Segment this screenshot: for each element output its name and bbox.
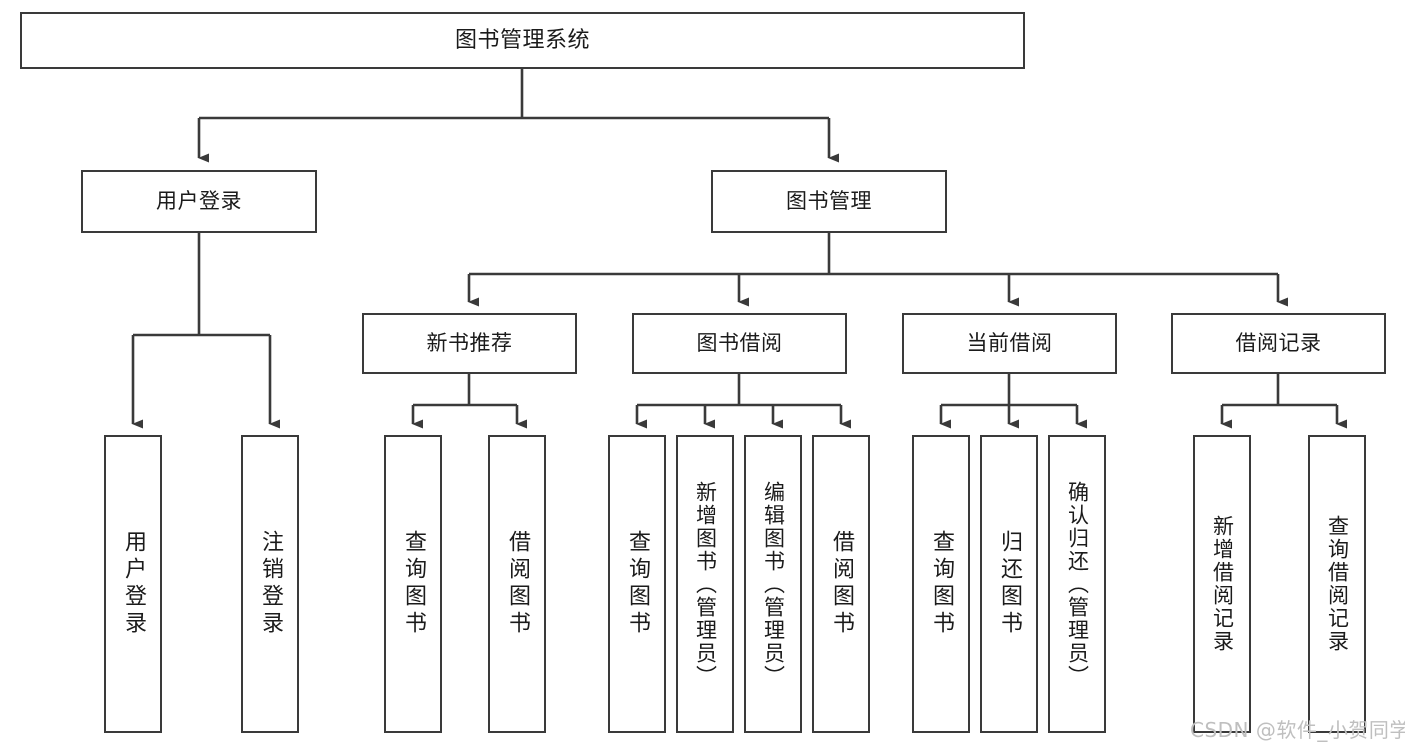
node-current-borrow[interactable]: 当前借阅: [902, 313, 1117, 374]
node-leaf-return-book-label: 归还图书: [997, 530, 1022, 638]
node-leaf-logout-label: 注销登录: [258, 530, 283, 638]
node-leaf-user-login-label: 用户登录: [121, 530, 146, 638]
node-leaf-logout[interactable]: 注销登录: [241, 435, 299, 733]
node-leaf-query-book-c[interactable]: 查询图书: [912, 435, 970, 733]
node-leaf-add-record[interactable]: 新增借阅记录: [1193, 435, 1251, 733]
node-root-system[interactable]: 图书管理系统: [20, 12, 1025, 69]
node-leaf-query-book-c-label: 查询图书: [929, 530, 954, 638]
node-current-borrow-label: 当前借阅: [966, 331, 1053, 356]
node-leaf-return-book[interactable]: 归还图书: [980, 435, 1038, 733]
node-borrow-record-label: 借阅记录: [1235, 331, 1322, 356]
node-borrow-record[interactable]: 借阅记录: [1171, 313, 1386, 374]
node-leaf-user-login[interactable]: 用户登录: [104, 435, 162, 733]
node-book-borrow-label: 图书借阅: [696, 331, 783, 356]
node-book-manage-label: 图书管理: [786, 189, 872, 214]
node-leaf-edit-book-label: 编辑图书（管理员）: [761, 480, 786, 688]
node-leaf-borrow-book-b[interactable]: 借阅图书: [812, 435, 870, 733]
node-leaf-add-book-label: 新增图书（管理员）: [693, 480, 718, 688]
node-leaf-query-book-b-label: 查询图书: [625, 530, 650, 638]
node-leaf-borrow-book-b-label: 借阅图书: [829, 530, 854, 638]
node-leaf-query-book-b[interactable]: 查询图书: [608, 435, 666, 733]
node-book-borrow[interactable]: 图书借阅: [632, 313, 847, 374]
node-leaf-query-book-a[interactable]: 查询图书: [384, 435, 442, 733]
node-leaf-add-record-label: 新增借阅记录: [1210, 515, 1235, 653]
csdn-watermark: CSDN @软件_小贺同学: [1190, 718, 1405, 742]
node-leaf-confirm-return-label: 确认归还（管理员）: [1065, 480, 1090, 688]
node-leaf-edit-book[interactable]: 编辑图书（管理员）: [744, 435, 802, 733]
node-new-book-recommend-label: 新书推荐: [426, 331, 513, 356]
node-new-book-recommend[interactable]: 新书推荐: [362, 313, 577, 374]
node-leaf-add-book[interactable]: 新增图书（管理员）: [676, 435, 734, 733]
node-leaf-query-record-label: 查询借阅记录: [1325, 515, 1350, 653]
node-leaf-borrow-book-a-label: 借阅图书: [505, 530, 530, 638]
node-leaf-query-record[interactable]: 查询借阅记录: [1308, 435, 1366, 733]
node-leaf-borrow-book-a[interactable]: 借阅图书: [488, 435, 546, 733]
node-book-manage[interactable]: 图书管理: [711, 170, 947, 233]
node-leaf-query-book-a-label: 查询图书: [401, 530, 426, 638]
node-user-login-label: 用户登录: [156, 189, 242, 214]
node-leaf-confirm-return[interactable]: 确认归还（管理员）: [1048, 435, 1106, 733]
node-user-login[interactable]: 用户登录: [81, 170, 317, 233]
node-root-system-label: 图书管理系统: [454, 27, 590, 53]
